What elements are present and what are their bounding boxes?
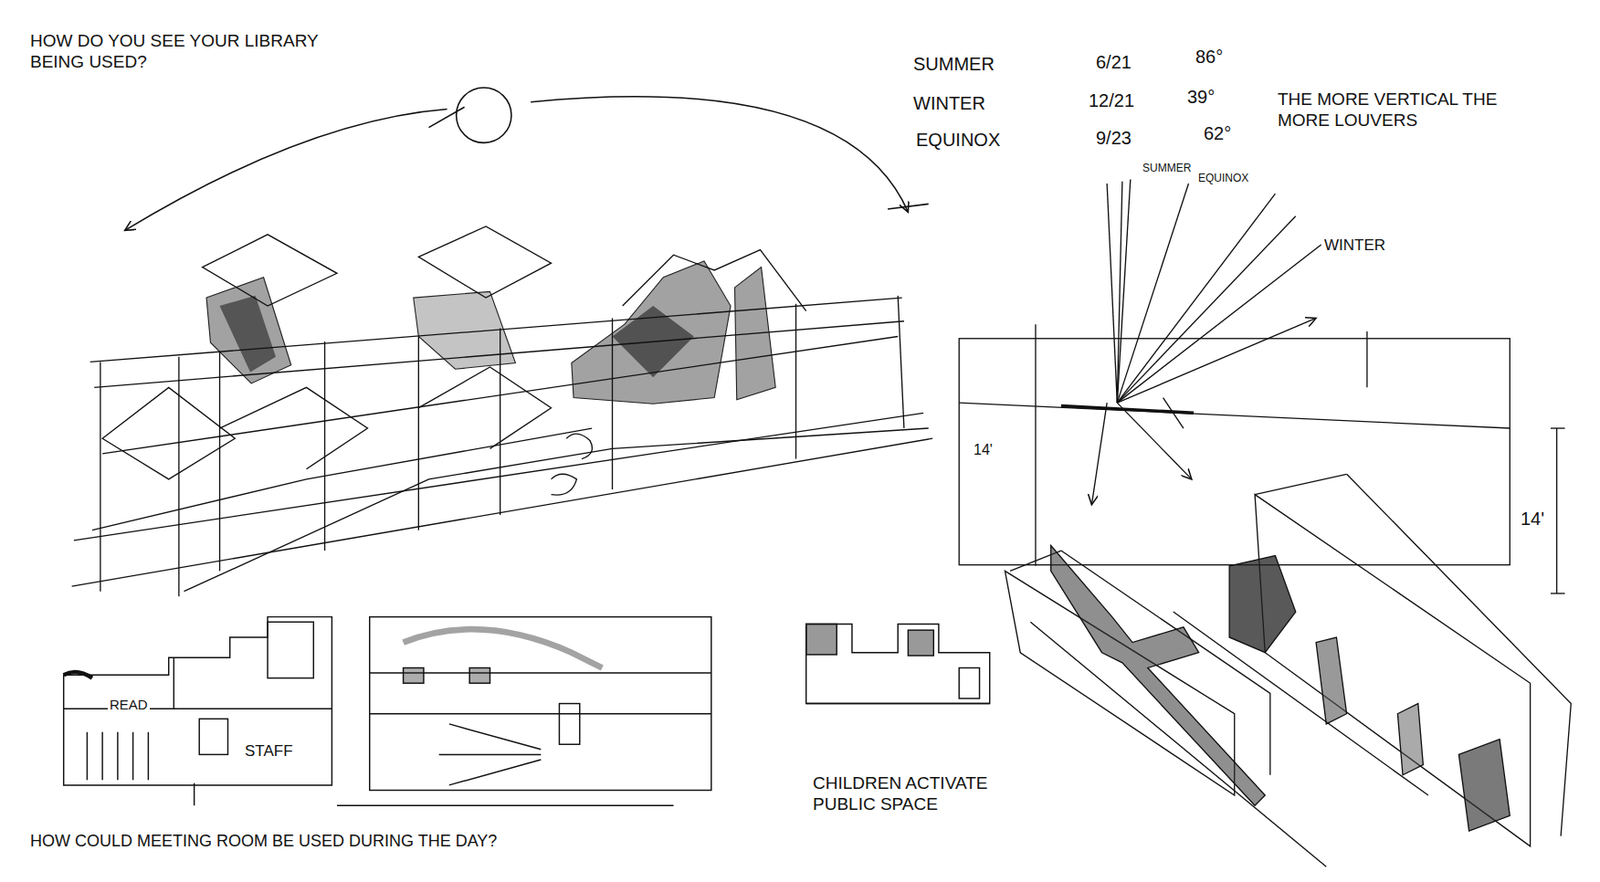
annotation-text: 14' [971, 441, 995, 459]
annotation-text: READ [107, 696, 150, 714]
annotation-text: 86° [1193, 45, 1225, 68]
elevation-middle [336, 617, 712, 807]
annotation-text: HOW COULD MEETING ROOM BE USED DURING TH… [28, 831, 499, 853]
annotation-text: WINTER [1322, 236, 1388, 255]
annotation-text: EQUINOX [1196, 171, 1251, 185]
annotation-text: THE MORE VERTICAL THE MORE LOUVERS [1275, 89, 1554, 132]
annotation-text: 9/23 [1094, 126, 1134, 149]
annotation-text: 6/21 [1094, 51, 1134, 74]
annotation-text: 62° [1201, 122, 1233, 145]
sun-path [125, 87, 929, 231]
annotation-text: SUMMER [911, 52, 997, 75]
elevation-left [63, 617, 333, 807]
annotation-text: STAFF [242, 742, 295, 761]
children-perspective [1004, 473, 1571, 867]
annotation-text: WINTER [911, 92, 988, 115]
annotation-text: 14' [1518, 507, 1547, 530]
annotation-text: HOW DO YOU SEE YOUR LIBRARY BEING USED? [28, 31, 361, 74]
annotation-text: EQUINOX [914, 128, 1002, 151]
annotation-text: SUMMER [1140, 161, 1193, 175]
annotation-text: CHILDREN ACTIVATE PUBLIC SPACE [810, 773, 1016, 816]
annotation-text: 39° [1185, 85, 1217, 108]
elevation-right [806, 623, 990, 704]
library-perspective [72, 226, 934, 597]
roof-washes [206, 261, 776, 404]
sun-angle-section [958, 179, 1565, 594]
annotation-text: 12/21 [1086, 89, 1137, 112]
